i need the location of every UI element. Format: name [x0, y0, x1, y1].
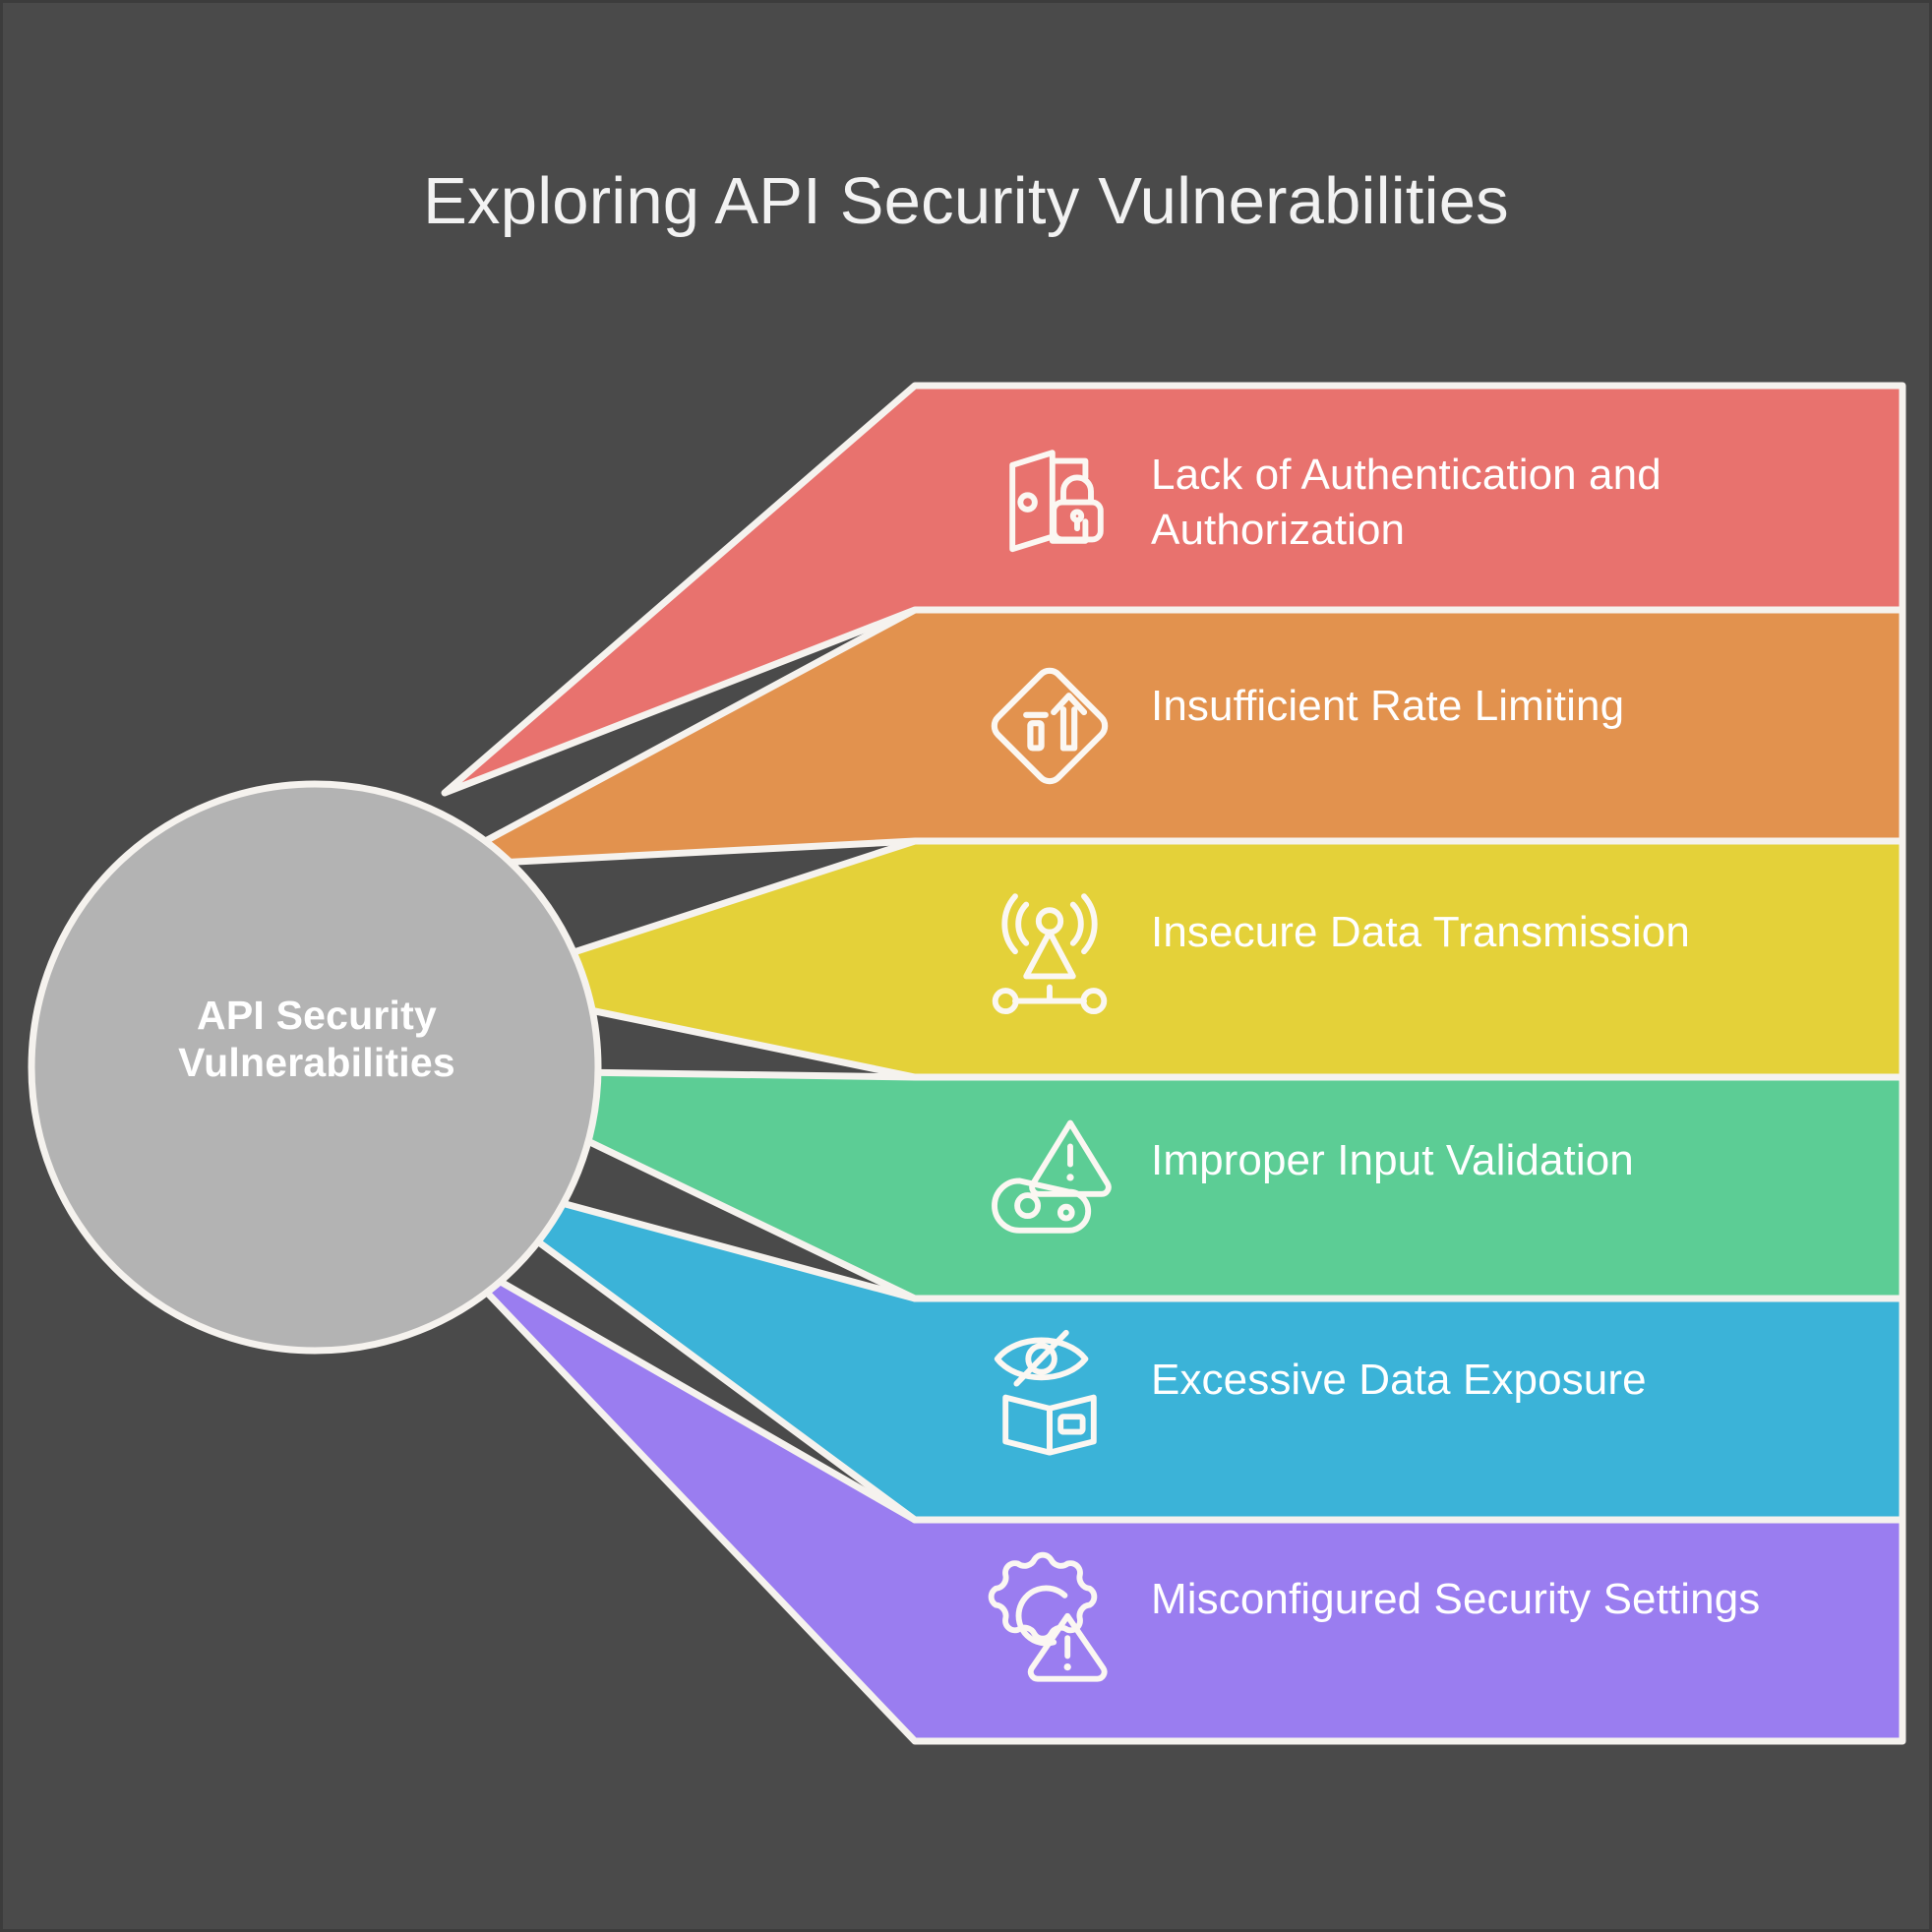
hub-circle[interactable]	[28, 780, 602, 1355]
band-row-6[interactable]	[444, 1247, 1906, 1745]
gear-warning-icon	[974, 1544, 1112, 1682]
row-label-5: Excessive Data Exposure	[1151, 1356, 1647, 1404]
warning-form-icon	[981, 1104, 1118, 1241]
row-label-1: Lack of Authentication and Authorization	[1151, 448, 1928, 558]
row-label-1-line-2: Authorization	[1151, 505, 1406, 554]
band-row-1[interactable]	[441, 382, 1906, 797]
row-label-2: Insufficient Rate Limiting	[1151, 682, 1625, 730]
page-title: Exploring API Security Vulnerabilities	[423, 164, 1509, 238]
band-row-4[interactable]	[437, 1066, 1906, 1302]
row-label-3: Insecure Data Transmission	[1151, 908, 1690, 956]
band-row-5[interactable]	[438, 1167, 1906, 1524]
eye-slash-book-icon	[981, 1323, 1118, 1461]
row-label-4: Improper Input Validation	[1151, 1136, 1634, 1184]
rate-limit-diamond-icon	[981, 657, 1118, 795]
broadcast-antenna-icon	[981, 885, 1118, 1023]
band-row-2[interactable]	[436, 606, 1906, 870]
band-row-3[interactable]	[467, 837, 1906, 1081]
row-label-1-line-1: Lack of Authentication and	[1151, 451, 1661, 499]
row-label-6: Misconfigured Security Settings	[1151, 1575, 1761, 1623]
door-lock-icon	[981, 428, 1118, 566]
